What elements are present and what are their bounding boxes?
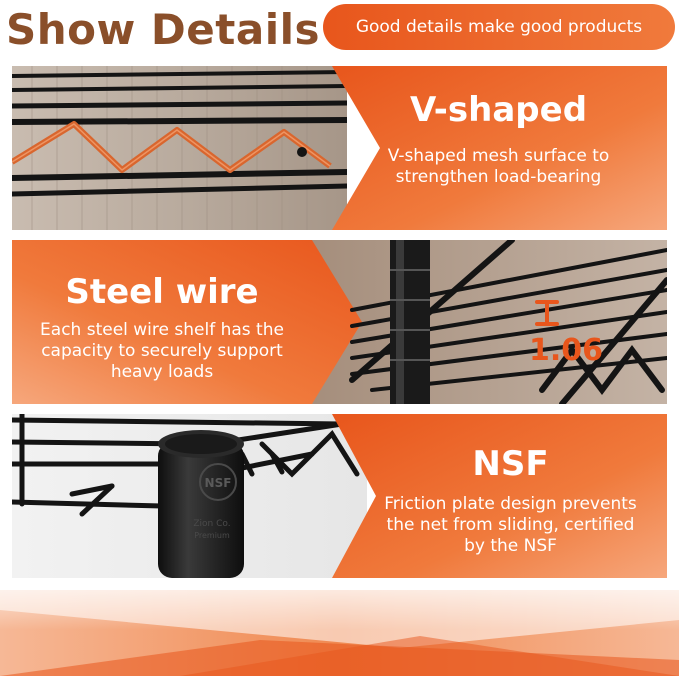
steel-wire-photo: 1.06 [312,240,667,404]
measurement-label: 1.06 [529,333,603,368]
decorative-footer-band [0,590,679,676]
feature-description: Friction plate design prevents the net f… [384,494,637,556]
feature-description: Each steel wire shelf has the capacity t… [40,320,284,382]
page-title: Show Details [6,5,320,54]
tagline-badge: Good details make good products [323,4,675,50]
feature-title: Steel wire [65,272,259,312]
v-shaped-photo [12,66,347,230]
feature-description: V-shaped mesh surface to strengthen load… [387,146,610,187]
feature-title: NSF [472,444,549,484]
feature-panel-steel-wire: Steel wire Each steel wire shelf has the… [12,240,372,404]
cap-brand-emboss: Zion Co. [193,519,230,529]
cap-brand-emboss-sub: Premium [194,531,230,540]
nsf-logo-emboss: NSF [205,476,232,490]
feature-title: V-shaped [409,90,588,130]
feature-panel-v-shaped: V-shaped V-shaped mesh surface to streng… [310,66,667,230]
nsf-photo: NSF Zion Co. Premium [12,414,367,578]
feature-panel-nsf: NSF Friction plate design prevents the n… [332,414,667,578]
